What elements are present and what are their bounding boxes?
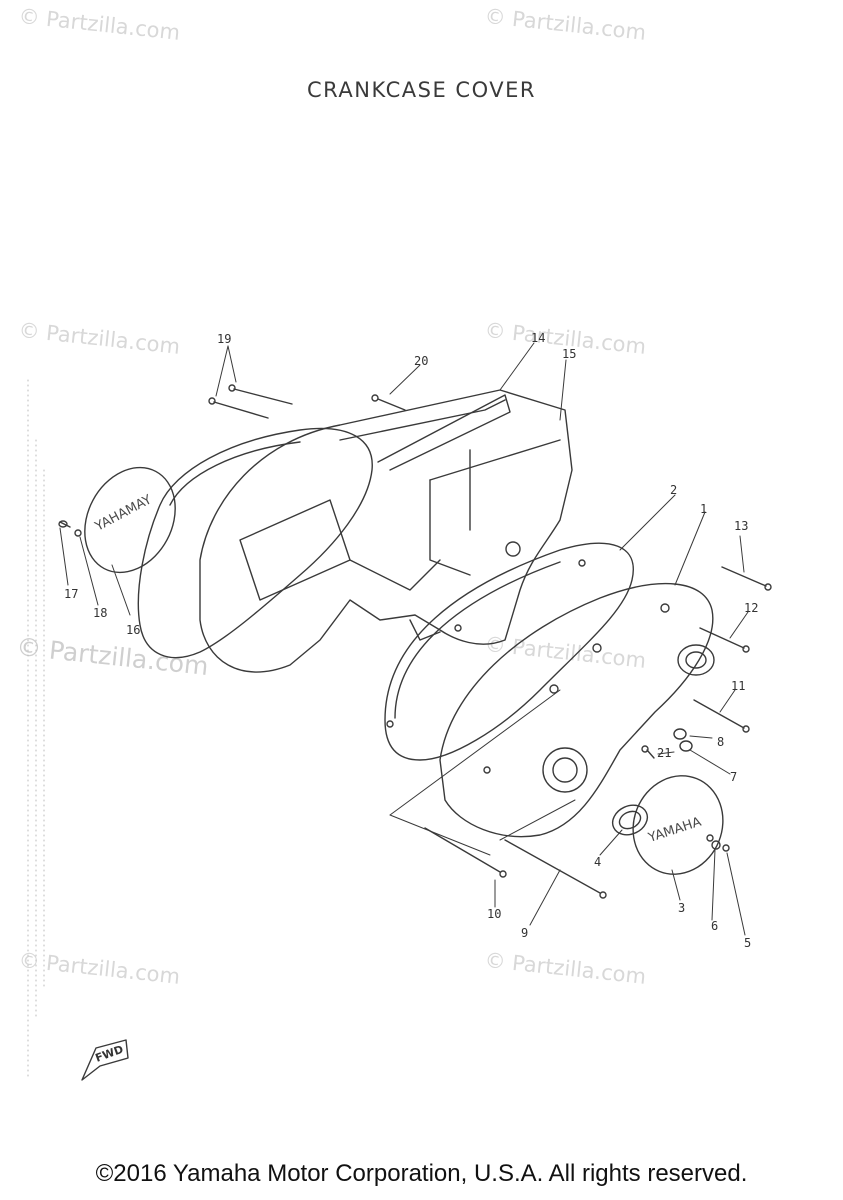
callout-11: 11: [731, 679, 745, 693]
part-21-screw: [641, 745, 655, 759]
copyright-notice: ©2016 Yamaha Motor Corporation, U.S.A. A…: [95, 1160, 748, 1187]
callout-21: 21: [657, 746, 671, 760]
scan-noise: [27, 379, 45, 1081]
callout-3: 3: [678, 901, 685, 915]
callout-17: 17: [64, 587, 78, 601]
part-12-bolt: [699, 627, 750, 653]
callout-5: 5: [744, 936, 751, 950]
callout-13: 13: [734, 519, 748, 533]
part-9-bolt: [504, 839, 607, 899]
part-16-logo: YAHAMAY: [92, 492, 154, 535]
part-8-7-plugs: [673, 728, 693, 752]
callout-14: 14: [531, 331, 545, 345]
part-17-18-cap: [58, 466, 176, 574]
part-11-bolt: [693, 699, 750, 733]
part-14-15-housing: [199, 389, 573, 673]
fwd-label: FWD: [94, 1043, 125, 1065]
callout-12: 12: [744, 601, 758, 615]
callout-1: 1: [700, 502, 707, 516]
callout-9: 9: [521, 926, 528, 940]
part-5-6-screws: [711, 840, 730, 852]
part-3-logo: YAMAHA: [646, 815, 704, 846]
page-title: CRANKCASE COVER: [307, 78, 536, 102]
callout-15: 15: [562, 347, 576, 361]
callout-19: 19: [217, 332, 231, 346]
part-1-crankcase-cover: [439, 582, 715, 838]
callout-6: 6: [711, 919, 718, 933]
part-16-outer-cover: [137, 427, 373, 659]
callout-10: 10: [487, 907, 501, 921]
callout-2: 2: [670, 483, 677, 497]
part-19-bolts: [208, 384, 293, 419]
part-20-bolt: [371, 394, 406, 411]
fwd-arrow-icon: [81, 1039, 129, 1081]
part-2-gasket: [384, 542, 634, 761]
part-13-bolt: [721, 566, 772, 591]
callout-7: 7: [730, 770, 737, 784]
callout-20: 20: [414, 354, 428, 368]
callout-18: 18: [93, 606, 107, 620]
callout-8: 8: [717, 735, 724, 749]
leader-lines: [59, 342, 749, 936]
part-10-bolt: [424, 827, 507, 878]
callout-16: 16: [126, 623, 140, 637]
part-4-seal: [611, 804, 649, 836]
callout-4: 4: [594, 855, 601, 869]
